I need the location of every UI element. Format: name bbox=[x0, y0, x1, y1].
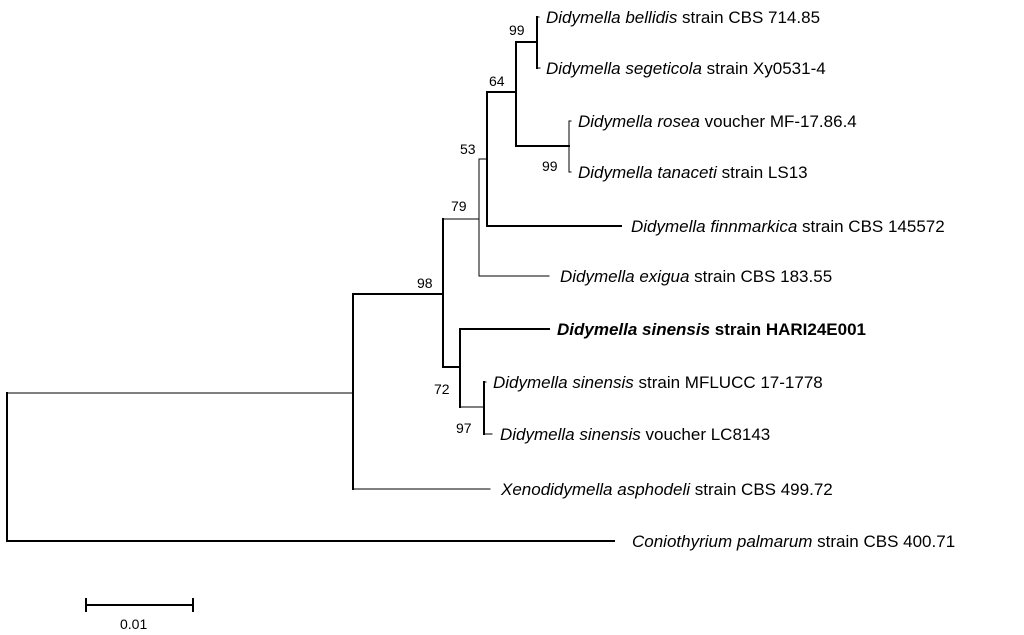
bootstrap-value: 64 bbox=[489, 73, 505, 89]
taxon-label: Coniothyrium palmarum strain CBS 400.71 bbox=[632, 532, 955, 551]
bootstrap-value: 99 bbox=[509, 22, 525, 38]
scale-bar-line bbox=[85, 598, 194, 612]
taxon-label: Didymella rosea voucher MF-17.86.4 bbox=[578, 112, 857, 131]
taxon-label: Didymella sinensis voucher LC8143 bbox=[500, 425, 770, 444]
bootstrap-value: 53 bbox=[460, 141, 476, 157]
taxon-label: Didymella tanaceti strain LS13 bbox=[578, 163, 808, 182]
taxon-label: Didymella finnmarkica strain CBS 145572 bbox=[631, 217, 945, 236]
taxon-label: Xenodidymella asphodeli strain CBS 499.7… bbox=[500, 480, 833, 499]
taxon-label: Didymella sinensis strain MFLUCC 17-1778 bbox=[493, 373, 823, 392]
bootstrap-value: 79 bbox=[451, 198, 467, 214]
taxon-label: Didymella segeticola strain Xy0531-4 bbox=[546, 59, 826, 78]
taxon-label: Didymella exigua strain CBS 183.55 bbox=[560, 267, 832, 286]
taxon-label-highlighted: Didymella sinensis strain HARI24E001 bbox=[557, 320, 866, 339]
tree-branches bbox=[6, 16, 622, 542]
scale-bar: 0.01 bbox=[85, 598, 194, 632]
taxon-labels: Didymella bellidis strain CBS 714.85 Did… bbox=[493, 8, 955, 551]
taxon-label: Didymella bellidis strain CBS 714.85 bbox=[546, 8, 820, 27]
bootstrap-values: 99 64 99 53 79 98 72 97 bbox=[417, 22, 558, 436]
scale-bar-label: 0.01 bbox=[120, 616, 147, 632]
bootstrap-value: 72 bbox=[434, 381, 450, 397]
bootstrap-value: 99 bbox=[542, 158, 558, 174]
bootstrap-value: 98 bbox=[417, 275, 433, 291]
bootstrap-value: 97 bbox=[456, 420, 472, 436]
